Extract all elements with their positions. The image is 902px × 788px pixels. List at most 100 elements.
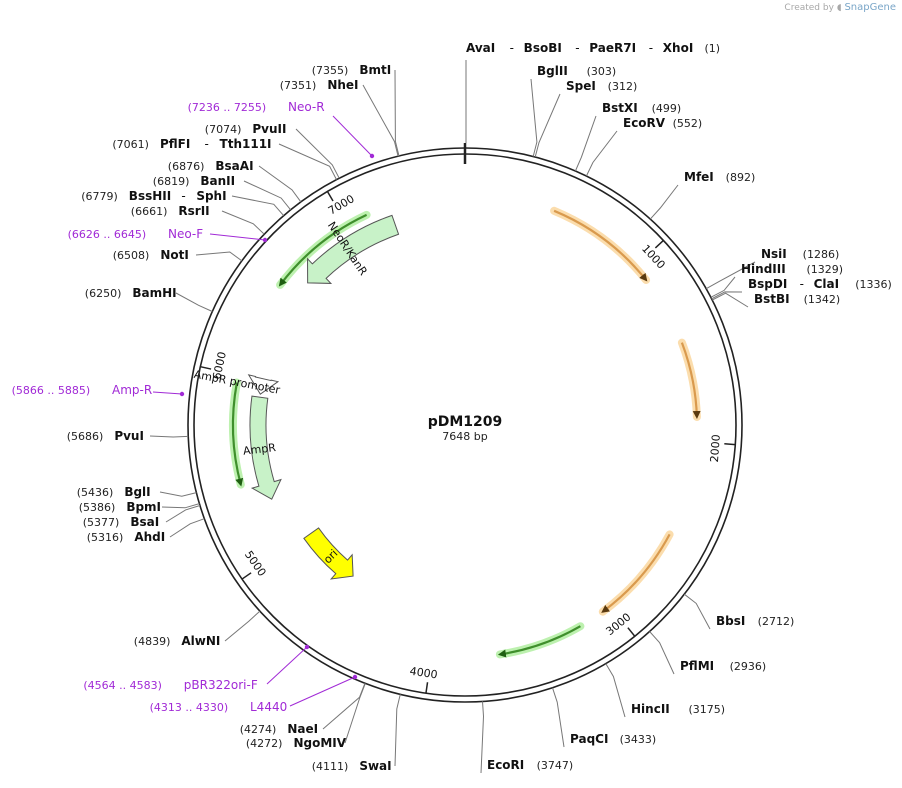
site-alwni: (4839)AlwNI: [134, 610, 261, 648]
plasmid-name: pDM1209: [428, 414, 503, 430]
site-leader: [649, 184, 679, 220]
site-name: HincII: [631, 702, 670, 716]
primer-name: Amp-R: [112, 383, 152, 397]
tick-mark: [654, 239, 664, 249]
site-leader: [149, 435, 189, 438]
site-position: (892): [726, 171, 756, 184]
feature-ampr-promoter: [247, 374, 280, 395]
feature-ori: [303, 527, 354, 580]
site-position: (1329): [806, 263, 843, 276]
tick-mark: [200, 365, 212, 370]
site-ngomiv: (4272)NgoMIV: [246, 683, 366, 750]
site-bpmi: (5386)BpmI: [79, 500, 200, 514]
site-name: SpeI: [566, 79, 596, 93]
primer-leader: [152, 391, 183, 395]
site-name: SwaI: [359, 759, 391, 773]
primer-pbr322ori-f: pBR322ori-F(4564 .. 4583): [83, 644, 310, 692]
site-name: BglI: [124, 485, 150, 499]
site-nhei: (7351)NheI: [280, 78, 399, 157]
site-name: BbsI: [716, 614, 745, 628]
site-name: MfeI: [684, 170, 714, 184]
site-leader: [394, 694, 401, 767]
site-swai: (4111) SwaI: [312, 694, 401, 773]
site-leader: [705, 261, 756, 290]
site-pflmi: PflMI(2936): [649, 631, 767, 675]
snapgene-credit: Created by ◖ SnapGene: [784, 2, 896, 13]
site-position: (7355): [312, 64, 349, 77]
site-leader: [574, 115, 597, 172]
primer-leader: [209, 233, 266, 241]
primer-range: (4564 .. 4583): [83, 679, 162, 692]
site-bstxi: BstXI(499): [574, 101, 681, 172]
site-position: (303): [587, 65, 617, 78]
feature-label: AmpR: [242, 441, 276, 458]
site-leader: [322, 683, 366, 730]
orf-arrow: [278, 213, 368, 287]
site-leader: [165, 505, 201, 523]
tick-mark: [627, 627, 636, 637]
site-position: (4111): [312, 760, 349, 773]
primer-range: (5866 .. 5885): [12, 384, 91, 397]
site-name: EcoRV: [623, 116, 666, 130]
site-leader: [711, 292, 749, 308]
orf-glow: [550, 206, 651, 284]
tick-label: 4000: [409, 665, 439, 682]
tick-mark: [241, 572, 252, 580]
site-name: BanII: [200, 174, 235, 188]
feature-neor-kanr: [307, 214, 400, 284]
site-leader: [295, 128, 340, 179]
site-position: (5377): [83, 516, 120, 529]
site-name: BstBI: [754, 292, 790, 306]
site-ahdi: (5316)AhdI: [87, 518, 205, 544]
site-name: BsaI: [130, 515, 159, 529]
site-leader: [552, 687, 565, 748]
primer-mark: [262, 237, 268, 243]
site-name: PaeR7I: [589, 41, 636, 55]
site-layer: AvaI-BsoBI-PaeR7I-XhoI(1)BglII(303)SpeI(…: [67, 41, 892, 774]
site-leader: [195, 251, 243, 262]
site-avai-bsobi-paer7i-xhoi: AvaI-BsoBI-PaeR7I-XhoI(1): [465, 41, 720, 143]
site-separator: -: [649, 41, 653, 55]
site-position: (3175): [689, 703, 726, 716]
orf-arrow: [231, 382, 244, 487]
site-name: BspDI: [748, 277, 787, 291]
site-name: AlwNI: [181, 634, 220, 648]
site-name: BsaAI: [215, 159, 253, 173]
primer-name: L4440: [250, 700, 287, 714]
site-name: RsrII: [178, 204, 209, 218]
site-leader: [258, 165, 302, 203]
site-pflfi-tth111i: (7061)PflFI-Tth111I: [112, 137, 337, 180]
site-position: (5316): [87, 531, 124, 544]
site-position: (5436): [77, 486, 114, 499]
site-position: (6661): [131, 205, 168, 218]
site-leader: [585, 130, 618, 177]
site-position: (3433): [620, 733, 657, 746]
site-mfei: MfeI (892): [649, 170, 756, 220]
site-name: HindIII: [741, 262, 786, 276]
site-position: (6876): [168, 160, 205, 173]
tick-mark: [326, 191, 334, 202]
primer-neo-f: Neo-F(6626 .. 6645): [68, 227, 268, 243]
site-position: (5386): [79, 501, 116, 514]
site-bbsi: BbsI (2712): [683, 593, 795, 630]
site-position: (2936): [730, 660, 767, 673]
site-name: BssHII: [129, 189, 171, 203]
site-leader: [362, 84, 399, 157]
site-leader: [169, 518, 205, 538]
tick-label: 1000: [639, 242, 668, 271]
site-name: NaeI: [287, 722, 318, 736]
orf-arrow: [601, 533, 671, 613]
site-name: Tth111I: [220, 137, 272, 151]
site-name: PaqCI: [570, 732, 608, 746]
site-leader: [159, 491, 197, 497]
site-paqci: PaqCI (3433): [552, 687, 657, 748]
site-ecori: EcoRI(3747): [480, 701, 573, 774]
site-naei: (4274)NaeI: [240, 683, 366, 736]
site-name: NgoMIV: [293, 736, 346, 750]
site-position: (1): [704, 42, 720, 55]
site-bspdi-clai: BspDI-ClaI(1336): [711, 277, 892, 300]
site-name: BstXI: [602, 101, 638, 115]
site-position: (2712): [758, 615, 795, 628]
site-name: BamHI: [132, 286, 176, 300]
